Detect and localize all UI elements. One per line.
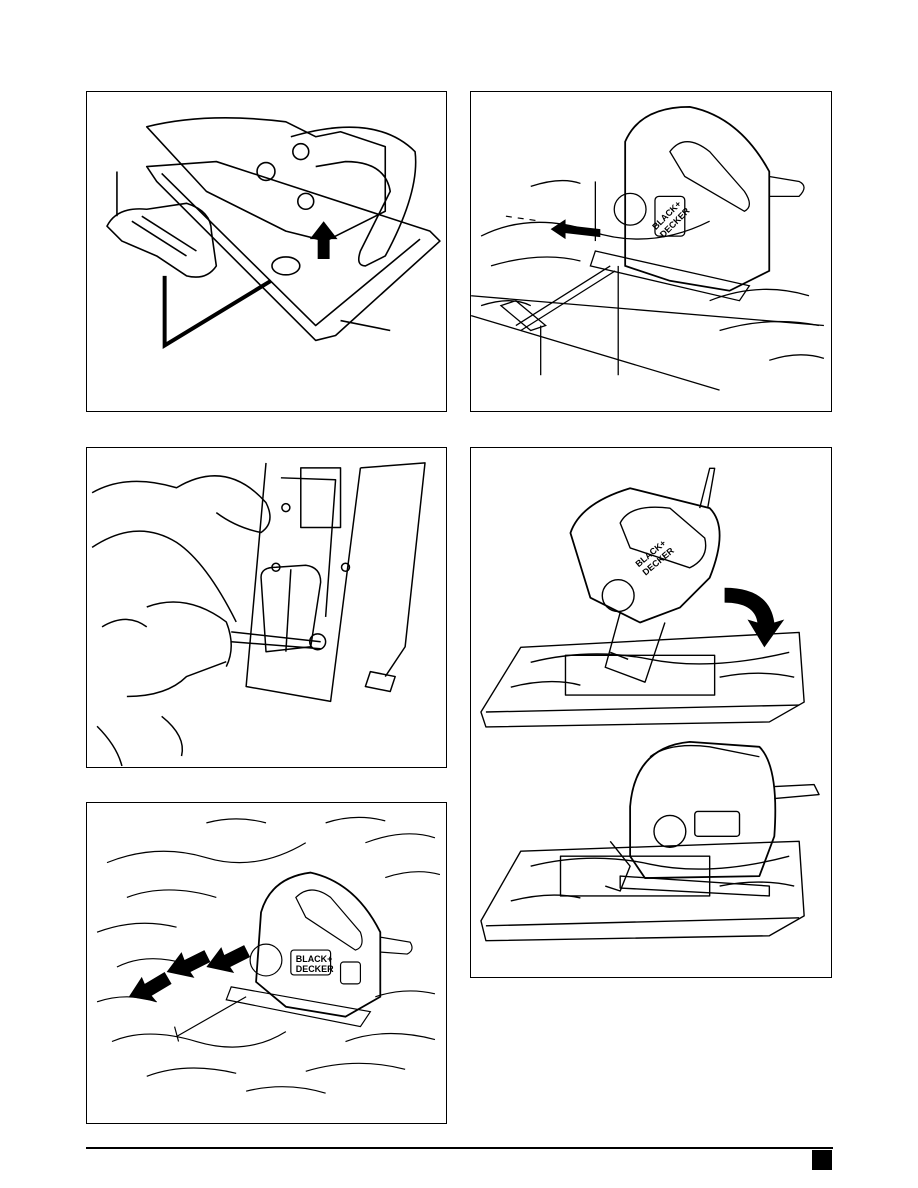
figure-panel-c [86, 447, 447, 768]
jigsaw-with-fence-illustration: BLACK+ DECKER [471, 92, 831, 411]
plunge-cut-illustration: BLACK+ DECKER [471, 448, 831, 977]
brand-logo-e-line1: BLACK+ [296, 954, 333, 964]
figure-panel-b: BLACK+ DECKER [470, 91, 832, 412]
footer-rule [86, 1147, 833, 1149]
figure-panel-a [86, 91, 447, 412]
jigsaw-cutting-illustration: BLACK+ DECKER [87, 803, 446, 1123]
blade-fitting-illustration [87, 448, 446, 767]
page-marker [812, 1150, 832, 1170]
figure-panel-d: BLACK+ DECKER [470, 447, 832, 978]
brand-logo-e-line2: DECKER [296, 964, 334, 974]
figure-panel-e: BLACK+ DECKER [86, 802, 447, 1124]
saw-shoe-illustration [87, 92, 446, 411]
